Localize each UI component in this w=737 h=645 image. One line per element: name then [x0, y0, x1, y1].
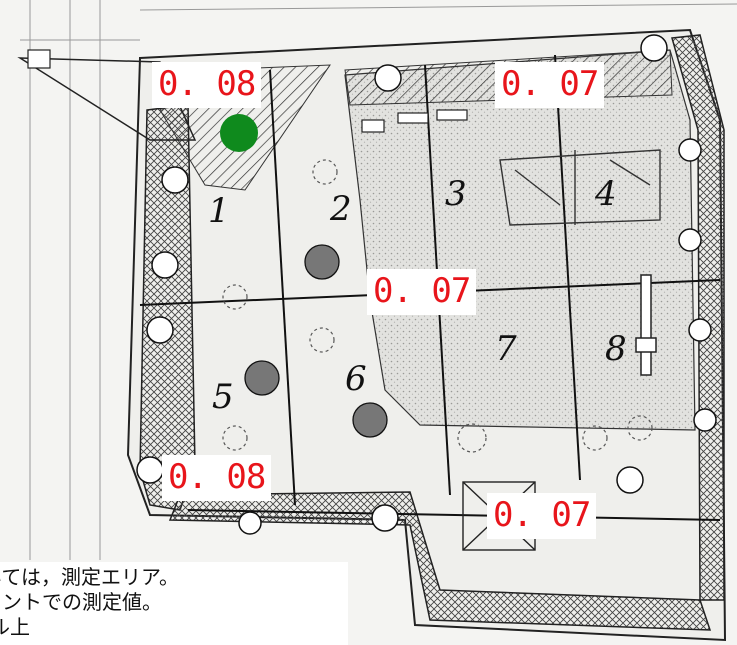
- note-line: いては，測定エリア。: [0, 565, 179, 589]
- building-outline: [499, 149, 661, 226]
- area-number-8: 8: [605, 329, 627, 369]
- area-number-7: 7: [495, 329, 517, 369]
- measurement-point-marker: [220, 114, 258, 152]
- paper-lines: [20, 0, 737, 560]
- area-number-1: 1: [208, 191, 230, 231]
- area-number-3: 3: [445, 174, 467, 214]
- area-number-4: 4: [594, 174, 617, 214]
- measurement-label: 0. 07: [487, 493, 597, 539]
- pole: [635, 274, 657, 376]
- measurement-label: 0. 07: [495, 62, 605, 108]
- hedge-left: [139, 104, 196, 511]
- measurement-label: 0. 07: [367, 269, 477, 315]
- area-number-5: 5: [212, 377, 234, 417]
- measurement-label: 0. 08: [162, 455, 272, 501]
- plant-clusters: [222, 159, 653, 453]
- area-number-6: 6: [345, 359, 367, 399]
- hedge-right: [671, 34, 725, 601]
- note-line: ル上: [0, 615, 30, 639]
- legend-note: いては，測定エリア。 イントでの測定値。 ル上: [0, 562, 348, 645]
- area-number-2: 2: [329, 189, 352, 229]
- note-line: イントでの測定値。: [0, 590, 162, 614]
- dense-trees: [244, 244, 388, 438]
- lawn-east: [344, 49, 696, 431]
- measurement-label: 0. 08: [152, 62, 262, 108]
